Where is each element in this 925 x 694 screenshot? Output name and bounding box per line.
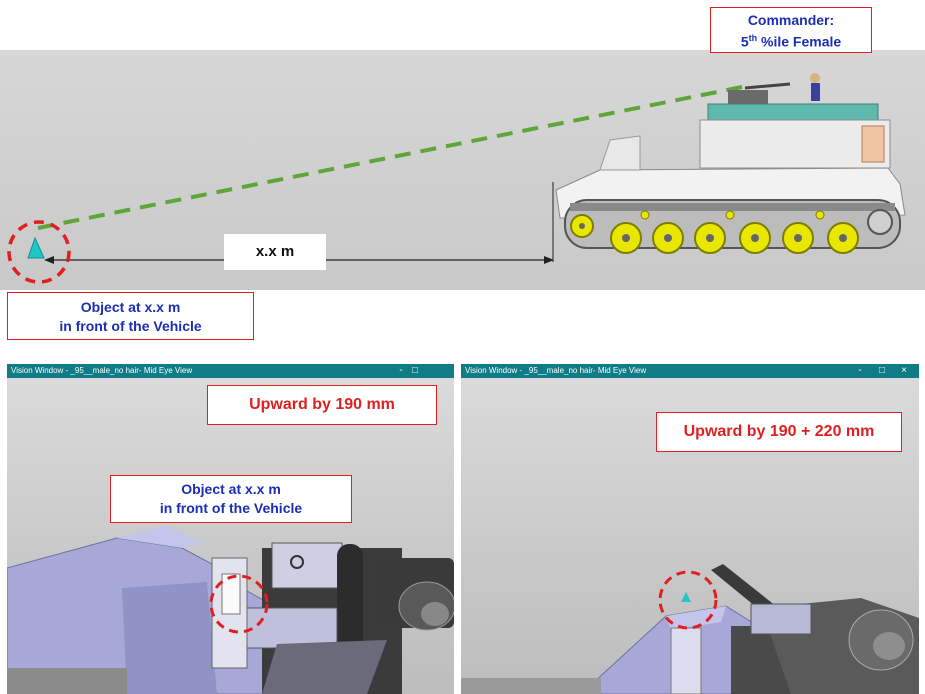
object-highlight-circle [7, 220, 71, 284]
track [564, 199, 901, 249]
object-callout-top-line2: in front of the Vehicle [59, 318, 202, 334]
commander-body [811, 83, 820, 101]
vision-window-left-view: Upward by 190 mm Object at x.x m in fron… [7, 378, 454, 694]
object-marker-icon [27, 236, 45, 259]
side-view-graphic [7, 73, 906, 284]
vision-window-left-title: Vision Window - _95__male_no hair- Mid E… [7, 364, 454, 378]
object-highlight-circle-right [658, 570, 718, 630]
upward-label-right: Upward by 190 + 220 mm [656, 412, 902, 452]
commander-percentile-suffix: th [748, 33, 758, 43]
vision-left-graphic [7, 526, 454, 694]
commander-head [810, 73, 820, 83]
upward-label-left: Upward by 190 mm [207, 385, 437, 425]
commander-callout-line2: 5th %ile Female [711, 29, 871, 51]
commander-callout: Commander: 5th %ile Female [710, 7, 872, 53]
object-callout-top: Object at x.x m in front of the Vehicle [7, 292, 254, 340]
commander-callout-line1: Commander: [747, 12, 835, 28]
object-marker-icon [681, 592, 691, 602]
object-callout-left: Object at x.x m in front of the Vehicle [110, 475, 352, 523]
line-of-sight [37, 84, 748, 230]
object-callout-left-line2: in front of the Vehicle [159, 500, 303, 516]
vision-window-right-title: Vision Window - _95__male_no hair- Mid E… [461, 364, 919, 378]
maximize-icon[interactable]: □ [411, 365, 419, 376]
vision-window-right[interactable]: Vision Window - _95__male_no hair- Mid E… [461, 364, 919, 694]
distance-label: x.x m [224, 234, 326, 270]
maximize-icon[interactable]: □ [878, 365, 886, 376]
minimize-icon[interactable]: - [399, 365, 403, 376]
commander-percentile-number: 5 [740, 33, 749, 50]
close-icon[interactable]: × [901, 365, 907, 376]
distance-arrow-head-right [544, 256, 554, 264]
object-callout-left-line1: Object at x.x m [181, 481, 281, 497]
commander-percentile-label: %ile Female [757, 33, 842, 50]
distance-arrow-head-left [44, 256, 54, 264]
object-highlight-circle-left [209, 574, 269, 634]
vision-window-left[interactable]: Vision Window - _95__male_no hair- Mid E… [7, 364, 454, 694]
vehicle-side-view [0, 50, 925, 290]
vision-right-graphic [461, 564, 919, 694]
object-callout-top-line1: Object at x.x m [80, 299, 181, 315]
minimize-icon[interactable]: - [858, 365, 862, 376]
vision-window-right-view: Upward by 190 + 220 mm [461, 378, 919, 694]
armored-vehicle [555, 73, 906, 254]
